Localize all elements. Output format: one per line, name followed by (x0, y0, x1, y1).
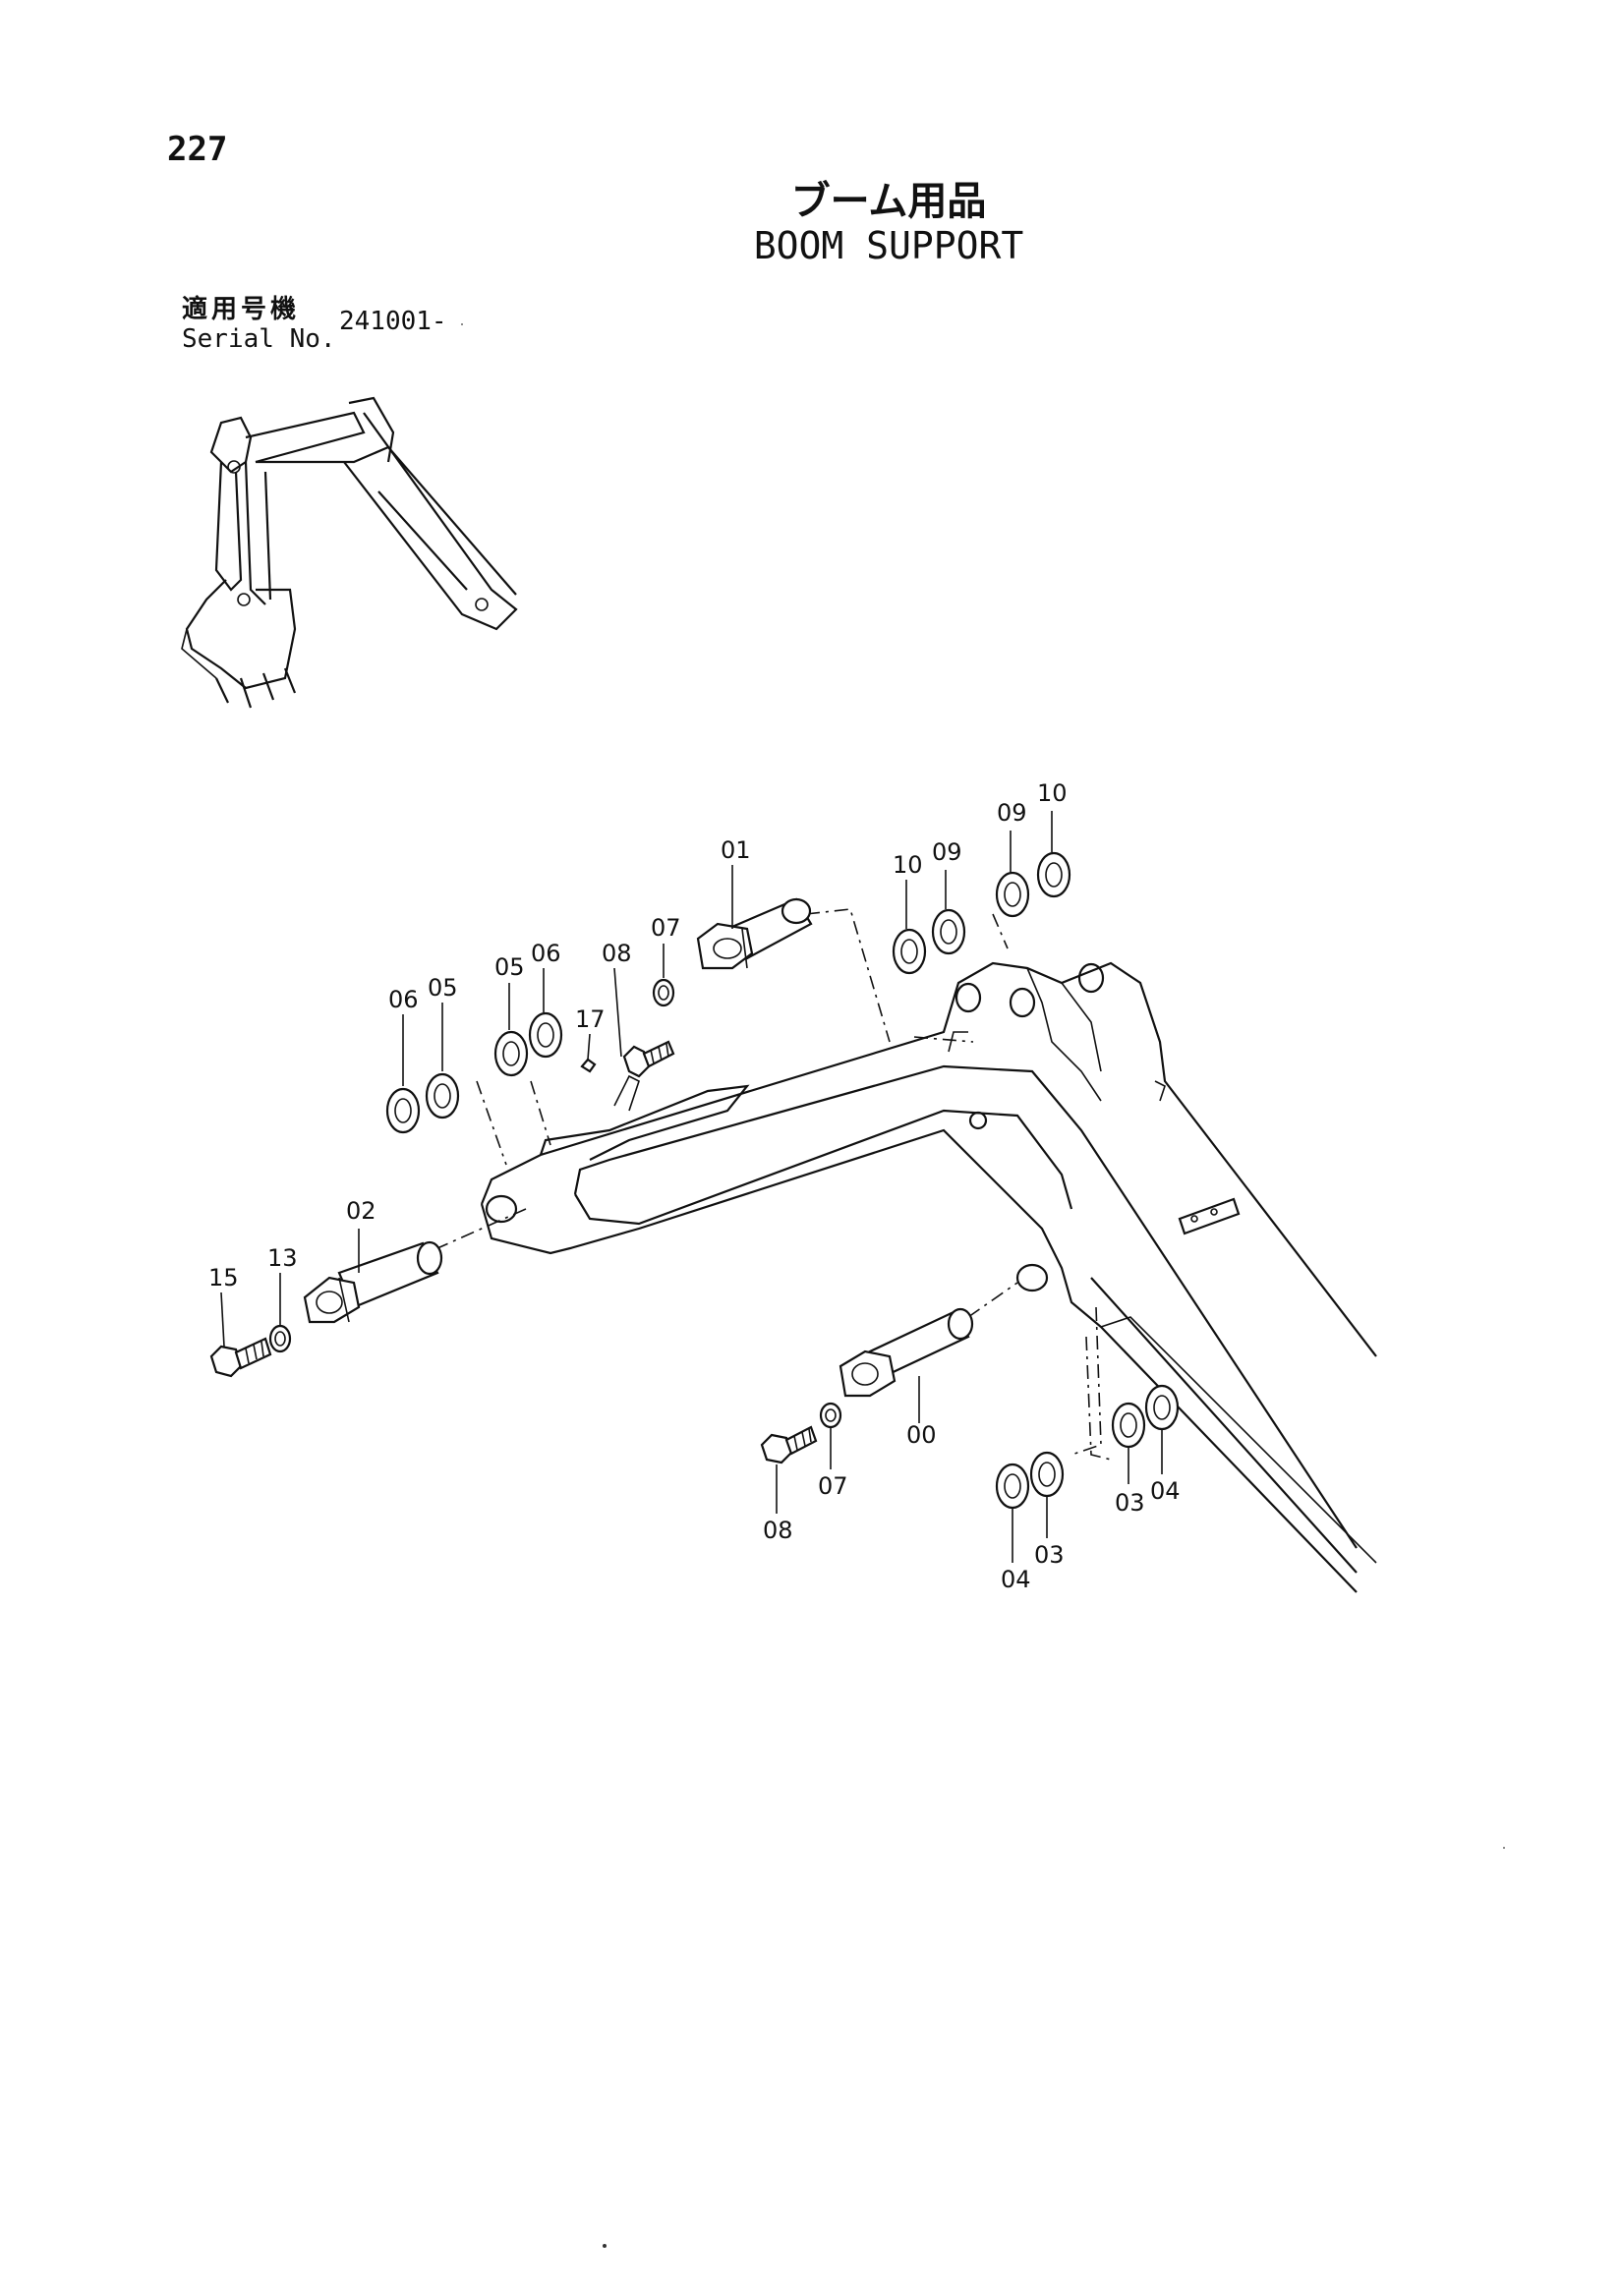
pin-02 (303, 1240, 443, 1324)
shims (385, 851, 1180, 1510)
callout-06: 06 (388, 986, 419, 1013)
page-number: 227 (167, 130, 228, 169)
scan-specks (461, 323, 1505, 2248)
washer-07-upper (652, 978, 675, 1007)
callout-01: 01 (721, 836, 751, 864)
page-title-japanese: ブーム用品 (790, 179, 987, 224)
callout-07: 07 (651, 914, 681, 942)
assembly-leader-lines (436, 908, 1112, 1461)
callout-08: 08 (763, 1517, 793, 1544)
callout-07: 07 (818, 1472, 848, 1500)
callout-00: 00 (906, 1421, 937, 1449)
callout-03: 03 (1034, 1541, 1065, 1569)
callout-15: 15 (208, 1264, 239, 1292)
pin-01 (696, 897, 813, 970)
washer-07-lower (819, 1402, 842, 1429)
serial-label: Serial No. (182, 324, 336, 354)
boom-body (480, 961, 1377, 1593)
callout-leaders (220, 811, 1163, 1563)
serial-label-japanese: 適用号機 (182, 295, 301, 324)
callout-06: 06 (531, 940, 561, 967)
callout-10: 10 (1037, 779, 1068, 807)
washer-13 (268, 1324, 292, 1353)
callout-05: 05 (494, 953, 525, 981)
callout-03: 03 (1115, 1489, 1145, 1517)
pin-00 (839, 1307, 974, 1398)
callout-09: 09 (932, 838, 962, 866)
callout-09: 09 (997, 799, 1027, 827)
serial-number-value: 241001- (339, 307, 447, 336)
page-title: BOOM SUPPORT (753, 224, 1024, 267)
callout-04: 04 (1150, 1477, 1181, 1505)
callout-10: 10 (893, 851, 923, 879)
bolt-08-upper (622, 1040, 675, 1078)
callout-05: 05 (428, 974, 458, 1002)
callout-17: 17 (575, 1005, 606, 1033)
bolt-17 (580, 1058, 597, 1073)
bolt-08-lower (760, 1425, 818, 1464)
callout-13: 13 (267, 1244, 298, 1272)
callout-08: 08 (602, 940, 632, 967)
bolt-15 (209, 1337, 272, 1378)
callout-04: 04 (1001, 1566, 1031, 1593)
callout-02: 02 (346, 1197, 376, 1225)
callout-labels: 06 05 05 06 08 07 17 01 10 09 09 10 02 1… (208, 779, 1181, 1593)
excavator-overview-thumbnail (181, 396, 518, 709)
